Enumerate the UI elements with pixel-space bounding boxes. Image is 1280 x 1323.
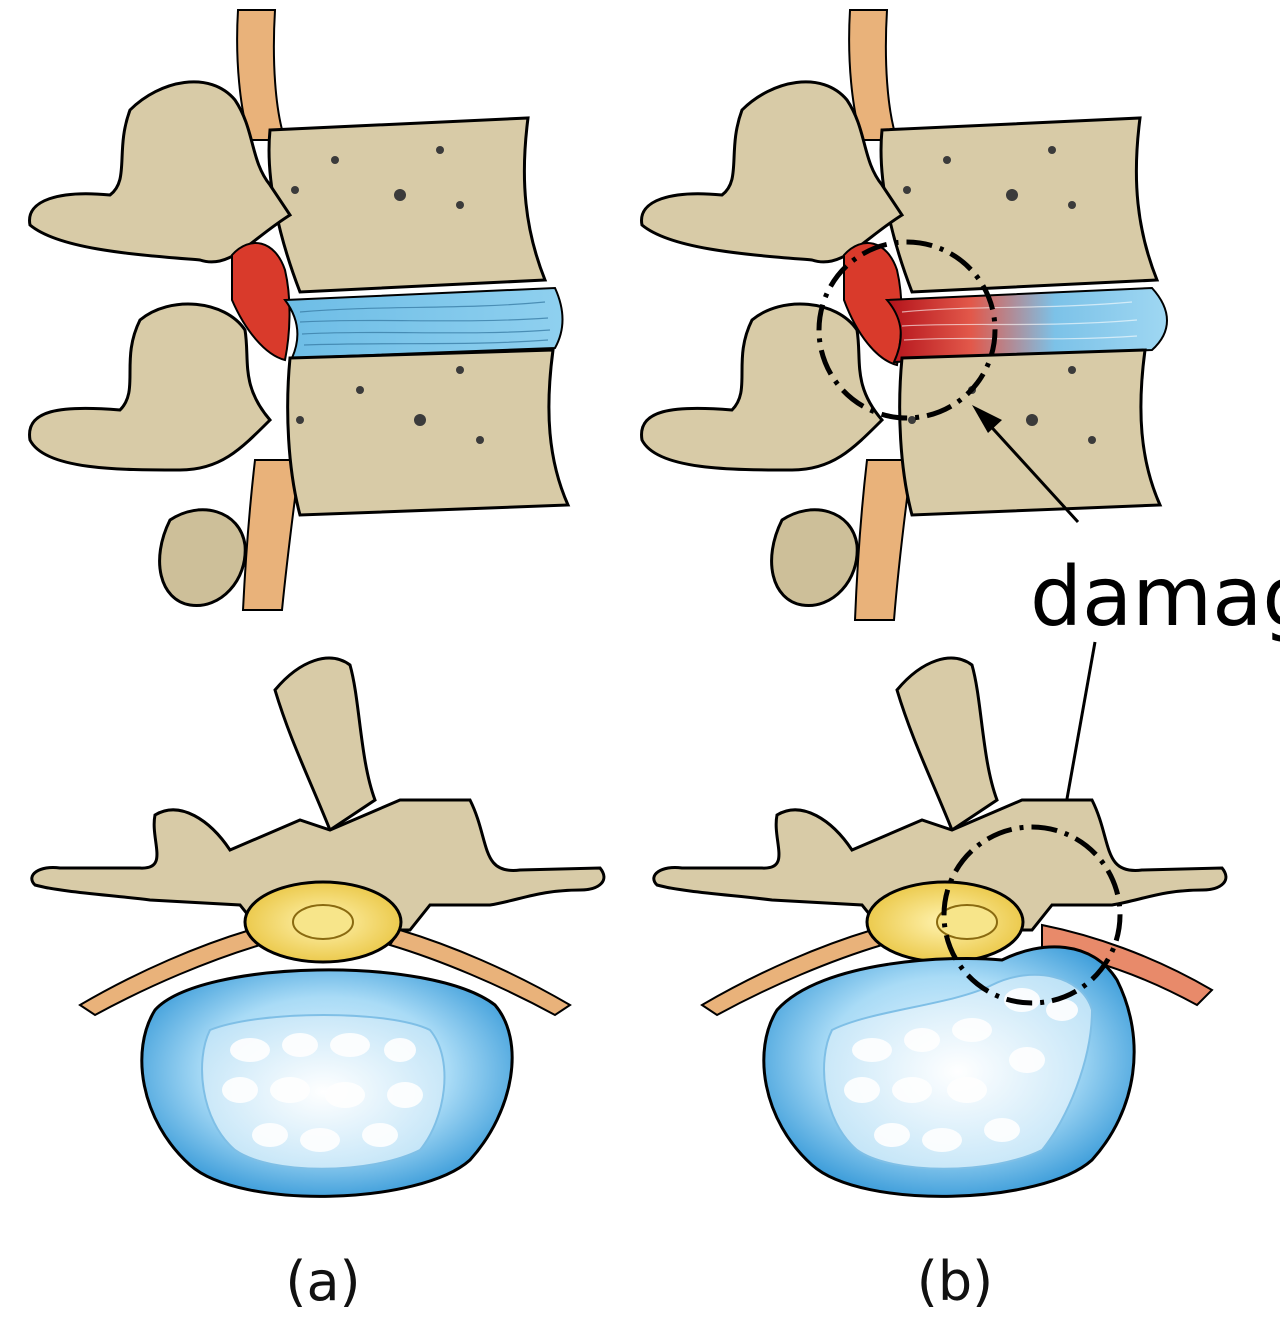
lateral-spine-healthy bbox=[28, 9, 571, 611]
vertebral-arch bbox=[652, 798, 1228, 932]
damage-arrow-top bbox=[972, 405, 1080, 524]
disc-nucleus-herniated bbox=[823, 973, 1094, 1170]
vertebral-body-lower bbox=[898, 348, 1163, 517]
vertebral-arch bbox=[30, 798, 606, 932]
vertebral-process-upper bbox=[28, 80, 293, 264]
vertebral-process-lower bbox=[28, 302, 273, 472]
spinous-process bbox=[895, 656, 999, 833]
damage-label: damage bbox=[1030, 550, 1280, 645]
axial-view-damaged bbox=[652, 656, 1228, 1198]
axial-view-healthy bbox=[30, 656, 606, 1198]
vertebral-body-lower bbox=[286, 348, 571, 517]
intervertebral-disc bbox=[283, 286, 564, 360]
nerve-right bbox=[388, 928, 572, 1017]
vertebral-process-lower bbox=[640, 302, 885, 472]
damage-highlight-circle bbox=[941, 824, 1123, 1006]
vertebral-body-upper bbox=[267, 116, 548, 294]
bone-pores bbox=[291, 146, 484, 444]
nerve-left bbox=[700, 928, 884, 1017]
nerve-root-inflamed bbox=[231, 242, 291, 362]
vertebral-process-lower-tip bbox=[158, 508, 247, 608]
vertebral-body-upper bbox=[879, 116, 1160, 294]
lateral-spine-damaged bbox=[640, 9, 1168, 621]
spinal-nerve bbox=[241, 459, 302, 611]
caption-a: (a) bbox=[285, 1250, 360, 1313]
vertebral-process-upper bbox=[640, 80, 905, 264]
spinal-nerve bbox=[853, 459, 914, 621]
vertebral-process-lower-tip bbox=[770, 508, 859, 608]
spinous-process bbox=[273, 656, 377, 833]
nerve-left bbox=[78, 928, 262, 1017]
caption-b: (b) bbox=[917, 1250, 993, 1313]
nucleus-cells bbox=[844, 988, 1078, 1152]
damage-highlight-circle bbox=[816, 239, 998, 421]
nucleus-cells bbox=[222, 1033, 423, 1152]
